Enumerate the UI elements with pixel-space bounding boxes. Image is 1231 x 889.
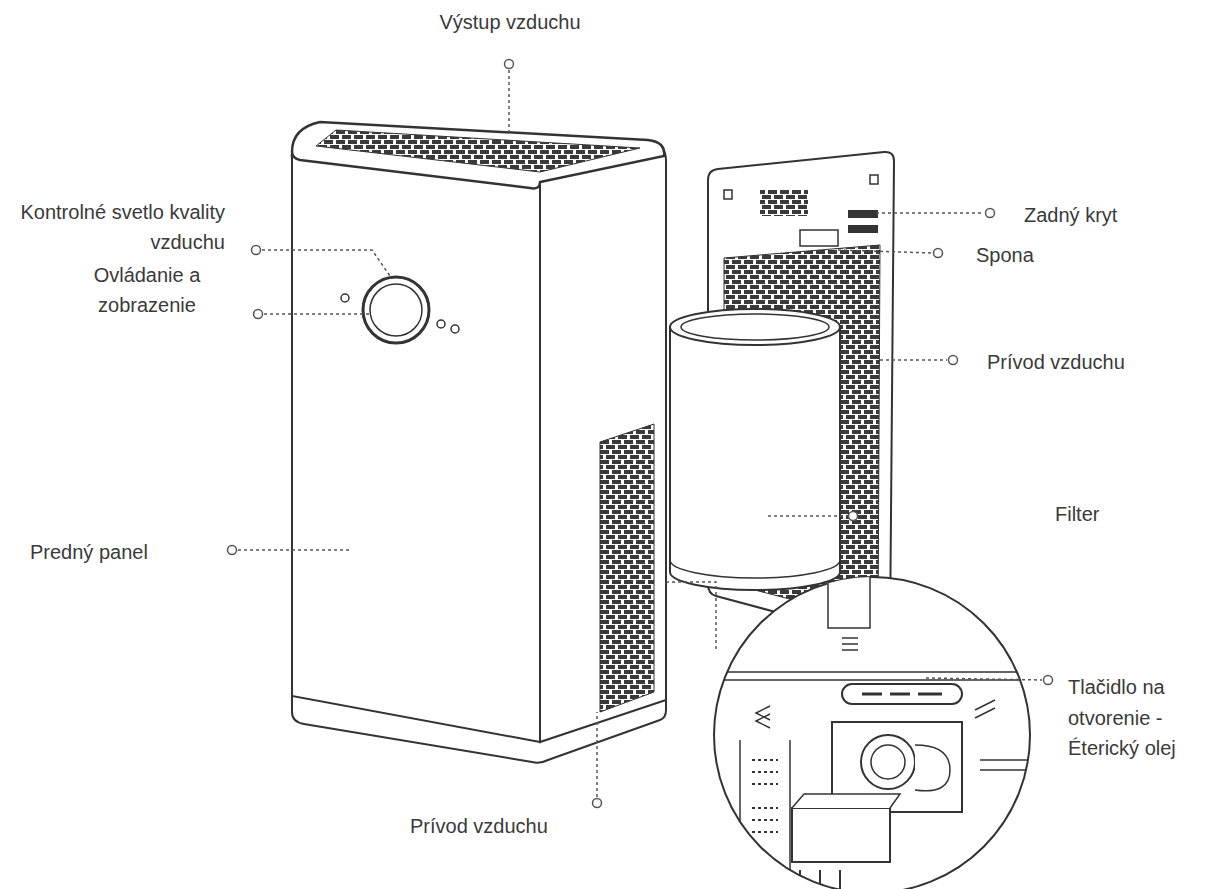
leader-line (596, 712, 598, 797)
leader-line (880, 359, 947, 361)
side-grill (600, 424, 654, 712)
indicator-dot (341, 294, 349, 302)
inset-edge (980, 760, 1040, 770)
detail-inset (714, 577, 1030, 889)
oil-socket-inner (871, 745, 905, 779)
inset-edge (712, 672, 1040, 680)
filter-inner (681, 314, 829, 340)
oil-cap (915, 745, 950, 791)
leader-line (666, 582, 716, 652)
open-button (842, 684, 962, 704)
leader-line (264, 313, 372, 315)
part-label: Predný panel (30, 537, 220, 567)
part-label: Prívod vzduchu (987, 347, 1217, 377)
oil-drawer (792, 808, 890, 862)
leader-line (508, 70, 510, 132)
part-label: Výstup vzduchu (410, 7, 610, 37)
leader-line (838, 250, 932, 253)
front-panel (292, 146, 540, 742)
leader-dot (849, 512, 858, 521)
indicator-dot (451, 325, 459, 333)
inset-content (712, 570, 1040, 889)
inset-ribs (800, 870, 840, 889)
leader-line (768, 515, 847, 517)
drawer-top (792, 794, 900, 808)
part-label: Tlačidlo na otvorenie - Éterický olej (1068, 672, 1220, 764)
inset-vent-lines (842, 638, 858, 650)
leader-dot (228, 546, 237, 555)
cover-slot (848, 225, 878, 233)
button-segments (862, 693, 942, 696)
cover-slot (848, 210, 878, 218)
leader-dot (986, 209, 995, 218)
filter-body (670, 327, 840, 590)
cover-vent (760, 190, 808, 216)
part-label: Filter (1055, 499, 1175, 529)
part-label: Kontrolné svetlo kvality vzduchu (20, 197, 225, 257)
leader-dot (254, 310, 263, 319)
leader-dot (934, 249, 943, 258)
part-label: Ovládanie a zobrazenie (66, 260, 228, 320)
chevron-mark (975, 700, 995, 718)
top-rim (292, 122, 664, 188)
filter-rim (670, 560, 840, 578)
chevron-mark (756, 706, 770, 728)
control-dial (363, 277, 429, 343)
leader-dot (1044, 676, 1053, 685)
inset-post (828, 570, 870, 628)
cover-hook (870, 175, 878, 184)
clip-spona (800, 230, 838, 246)
indicator-dot (437, 320, 445, 328)
leader-line (876, 212, 984, 214)
leader-lines (238, 70, 1042, 797)
inset-dots (752, 760, 778, 832)
filter-top (670, 309, 840, 345)
cover-hook (724, 190, 732, 199)
inset-panel-edge (740, 740, 790, 889)
side-face (540, 150, 666, 742)
oil-socket (861, 735, 915, 789)
part-label: Spona (976, 240, 1096, 270)
leader-dot (252, 246, 261, 255)
part-label: Prívod vzduchu (410, 811, 640, 841)
leader-dot (593, 799, 602, 808)
leader-ends (228, 60, 1053, 808)
part-label: Zadný kryt (1024, 200, 1214, 230)
leader-line (238, 549, 352, 551)
leader-dot (949, 356, 958, 365)
leader-line (262, 250, 390, 276)
leader-dot (505, 60, 514, 69)
control-display (370, 284, 422, 336)
leader-line (926, 678, 1042, 680)
top-grill (316, 130, 640, 172)
